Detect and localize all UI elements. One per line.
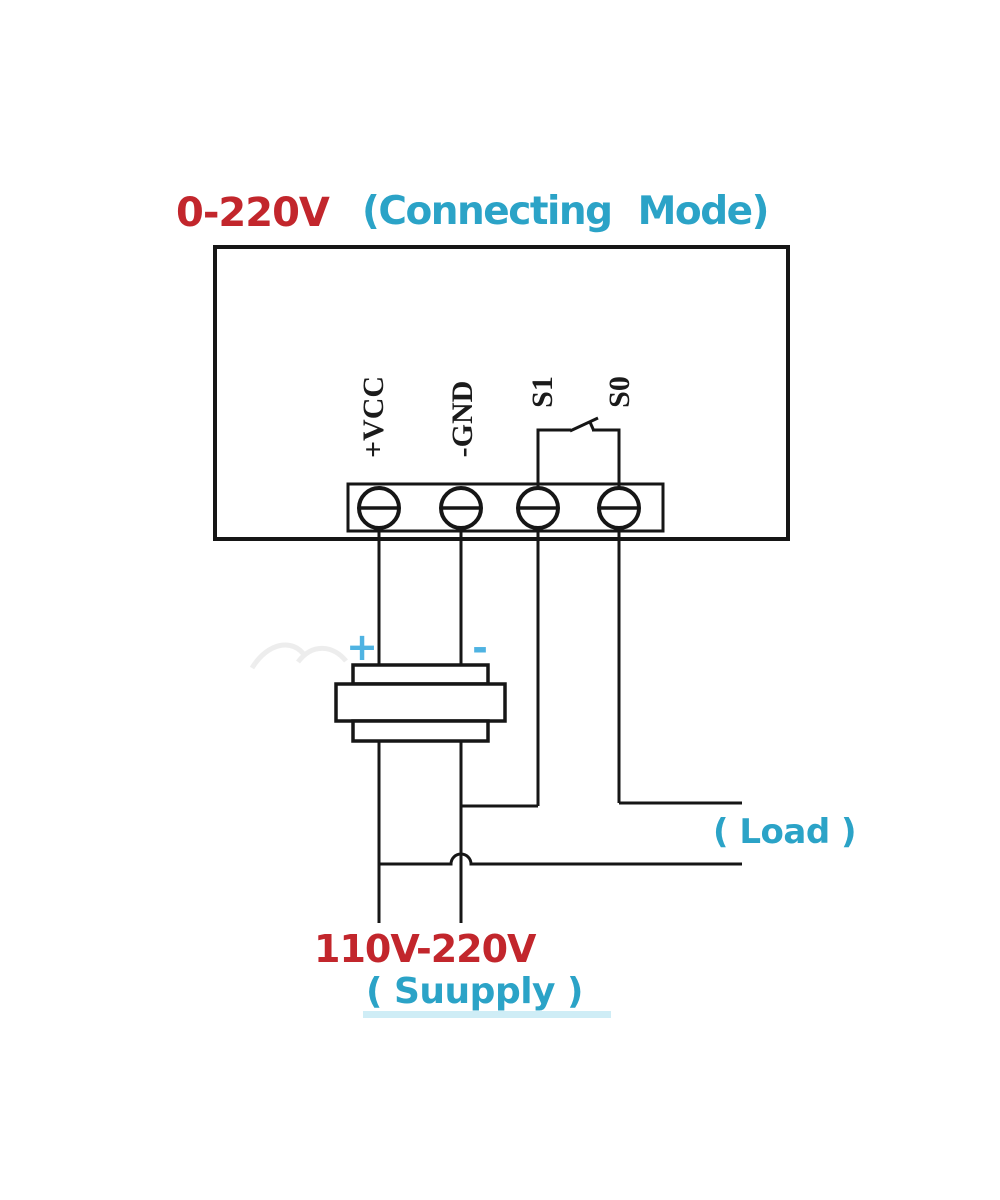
terminal-screw-gnd xyxy=(439,486,483,530)
terminal-label-s1: S1 xyxy=(526,376,559,408)
minus-sign: - xyxy=(472,626,488,670)
switch-symbol xyxy=(536,416,621,488)
power-adapter-bottom xyxy=(351,719,490,743)
title-connecting-mode: (Connecting Mode) xyxy=(362,189,769,234)
power-adapter xyxy=(334,663,507,743)
load-wire-bottom-with-crossover-hop xyxy=(379,852,742,866)
terminal-screw-s1 xyxy=(516,486,560,530)
terminal-screws xyxy=(357,486,641,530)
terminal-screw-s0 xyxy=(597,486,641,530)
supply-underline-artifact xyxy=(363,1011,611,1018)
plus-sign: + xyxy=(346,625,378,669)
watermark xyxy=(249,642,348,670)
supply-voltage: 110V-220V xyxy=(314,927,536,971)
terminal-label-s0: S0 xyxy=(603,376,636,408)
terminal-label-gnd: -GND xyxy=(446,380,479,458)
title-voltage-range: 0-220V xyxy=(176,190,330,236)
power-adapter-middle xyxy=(334,682,507,723)
terminal-label-vcc: +VCC xyxy=(357,375,390,459)
terminal-screw-vcc xyxy=(357,486,401,530)
load-label: ( Load ) xyxy=(713,812,857,852)
supply-label: ( Suupply ) xyxy=(366,971,584,1012)
